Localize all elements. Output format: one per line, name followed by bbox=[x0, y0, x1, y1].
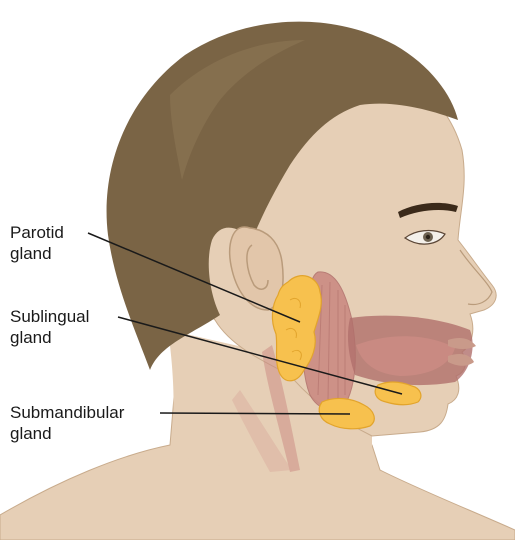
sublingual-label-line2: gland bbox=[10, 327, 89, 348]
submandibular-label-line2: gland bbox=[10, 423, 124, 444]
submandibular-label-line1: Submandibular bbox=[10, 402, 124, 423]
parotid-label: Parotid gland bbox=[10, 222, 64, 264]
submandibular-leader-line bbox=[160, 413, 350, 414]
sublingual-label: Sublingual gland bbox=[10, 306, 89, 348]
parotid-label-line1: Parotid bbox=[10, 222, 64, 243]
submandibular-label: Submandibular gland bbox=[10, 402, 124, 444]
pupil bbox=[426, 235, 430, 239]
parotid-label-line2: gland bbox=[10, 243, 64, 264]
sublingual-label-line1: Sublingual bbox=[10, 306, 89, 327]
